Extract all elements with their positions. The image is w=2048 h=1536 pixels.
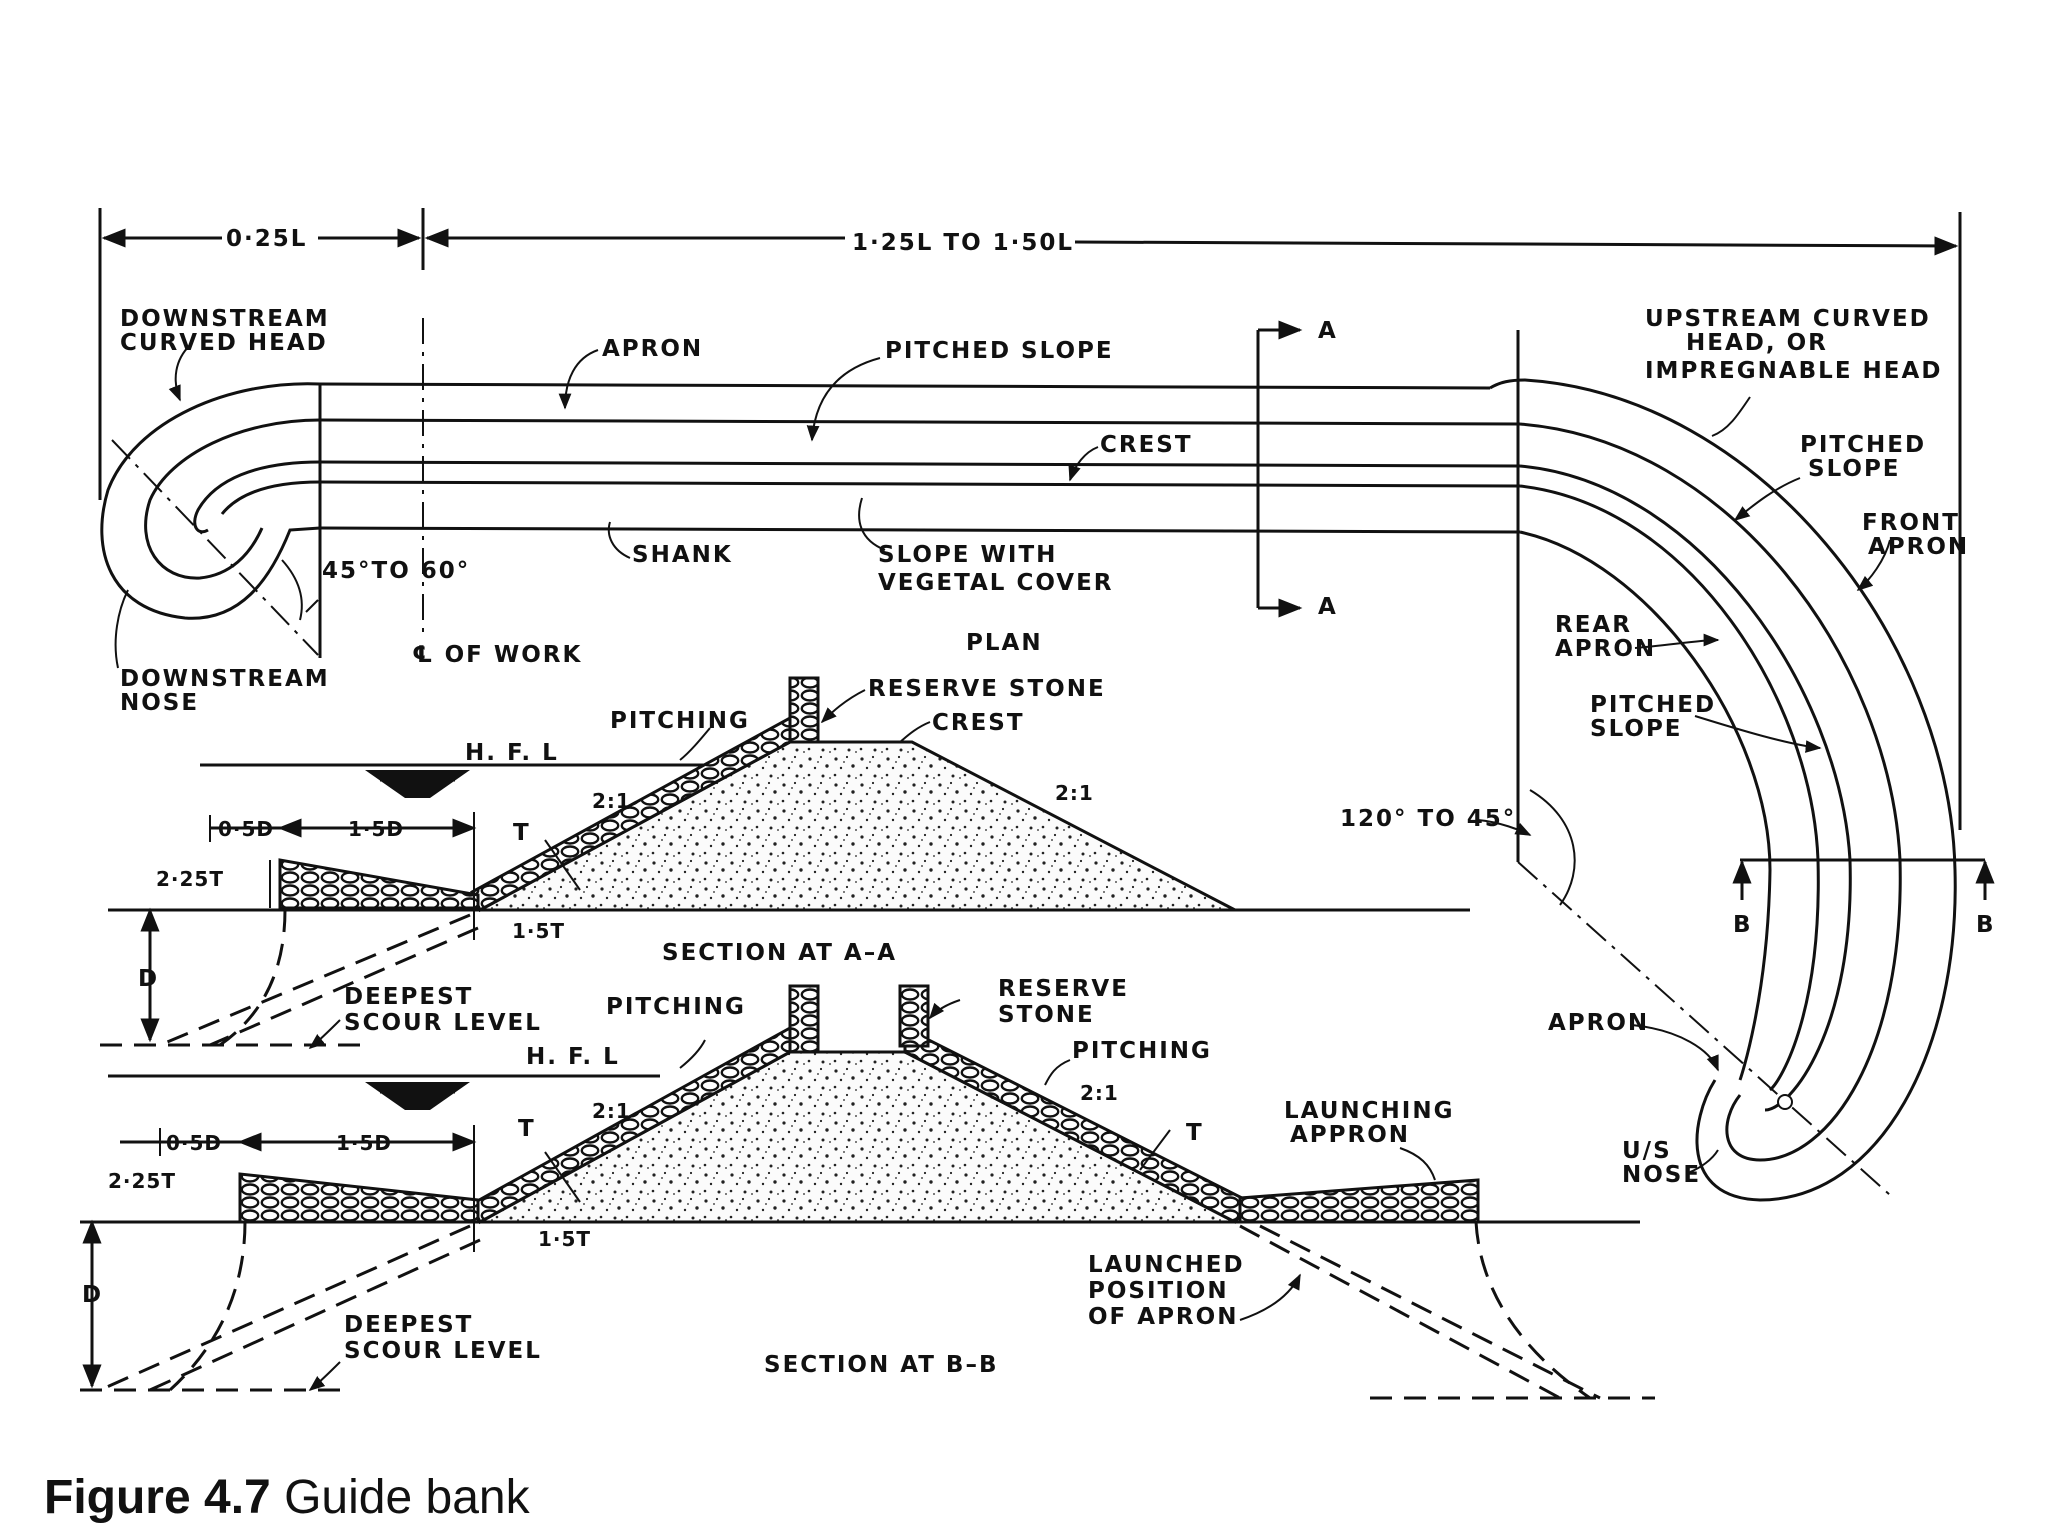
us-nose-label-2: NOSE — [1622, 1162, 1701, 1188]
bb-15d-label: 1·5D — [336, 1131, 392, 1155]
angle-label: 45°TO 60° — [322, 558, 470, 584]
bb-225t-label: 2·25T — [108, 1169, 176, 1193]
aa-pitching-label: PITCHING — [610, 708, 750, 734]
section-a-top-label: A — [1318, 318, 1338, 344]
bb-pitching-right-label: PITCHING — [1072, 1038, 1212, 1064]
bb-launching-apron-label-1: LAUNCHING — [1284, 1098, 1455, 1124]
bb-d-label: D — [82, 1282, 103, 1308]
aa-reserve-stone-label: RESERVE STONE — [868, 676, 1106, 702]
downstream-head-label-1: DOWNSTREAM — [120, 306, 330, 332]
crest-label: CREST — [1100, 432, 1193, 458]
aa-title: SECTION AT A–A — [662, 940, 897, 966]
section-b-left-label: B — [1733, 912, 1753, 938]
figure-caption: Figure 4.7 Guide bank — [44, 1470, 530, 1525]
upstream-head-label-3: IMPREGNABLE HEAD — [1645, 358, 1942, 384]
section-a-bottom-label: A — [1318, 594, 1338, 620]
aa-225t-label: 2·25T — [156, 867, 224, 891]
bb-scour-label-2: SCOUR LEVEL — [344, 1338, 542, 1364]
bb-hfl-label: H. F. L — [526, 1044, 620, 1070]
bb-launched-position-label-2: POSITION — [1088, 1278, 1229, 1304]
aa-crest-label: CREST — [932, 710, 1025, 736]
section-bb: PITCHING RESERVE STONE PITCHING H. F. L … — [80, 976, 1655, 1400]
bb-scour-label-1: DEEPEST — [344, 1312, 473, 1338]
us-nose-label-1: U/S — [1622, 1138, 1672, 1164]
bb-t-right-label: T — [1186, 1120, 1204, 1146]
bb-launched-position-label-3: OF APRON — [1088, 1304, 1238, 1330]
aa-15t-label: 1·5T — [512, 919, 565, 943]
downstream-nose-label-1: DOWNSTREAM — [120, 666, 330, 692]
rear-apron-label-1: REAR — [1555, 612, 1632, 638]
pitched-slope-right-label-1: PITCHED — [1800, 432, 1926, 458]
dim-025l-label: 0·25L — [226, 226, 307, 252]
pitched-slope-right2-label-2: SLOPE — [1590, 716, 1683, 742]
slope-vegetal-label-2: VEGETAL COVER — [878, 570, 1114, 596]
downstream-nose-label-2: NOSE — [120, 690, 199, 716]
upstream-head-label-1: UPSTREAM CURVED — [1645, 306, 1931, 332]
apron-right-label: APRON — [1548, 1010, 1649, 1036]
bb-title: SECTION AT B–B — [764, 1352, 998, 1378]
bb-launching-apron-label-2: APPRON — [1290, 1122, 1410, 1148]
front-apron-label-1: FRONT — [1862, 510, 1960, 536]
bb-reserve-stone-label-1: RESERVE — [998, 976, 1129, 1002]
aa-slope-right-label: 2:1 — [1055, 781, 1094, 805]
aa-d-label: D — [138, 966, 159, 992]
plan-view: 0·25L 1·25L TO 1·50L A A — [98, 208, 1996, 1202]
aa-slope-left-label: 2:1 — [592, 789, 631, 813]
aa-05d-label: 0·5D — [218, 817, 274, 841]
apron-label: APRON — [602, 336, 703, 362]
angle-120-label: 120° TO 45° — [1340, 806, 1516, 832]
section-aa: RESERVE STONE CREST PITCHING H. F. L 2:1… — [100, 676, 1470, 1049]
bb-t-left-label: T — [518, 1116, 536, 1142]
downstream-head-label-2: CURVED HEAD — [120, 330, 328, 356]
rear-apron-label-2: APRON — [1555, 636, 1656, 662]
aa-scour-label-1: DEEPEST — [344, 984, 473, 1010]
bb-05d-label: 0·5D — [166, 1131, 222, 1155]
figure-number: Figure 4.7 — [44, 1471, 271, 1524]
aa-15d-label: 1·5D — [348, 817, 404, 841]
aa-hfl-label: H. F. L — [465, 740, 559, 766]
pitched-slope-right2-label-1: PITCHED — [1590, 692, 1716, 718]
bb-slope-right-label: 2:1 — [1080, 1081, 1119, 1105]
bb-15t-label: 1·5T — [538, 1227, 591, 1251]
bb-launched-position-label-1: LAUNCHED — [1088, 1252, 1245, 1278]
centerline-label: ℄ OF WORK — [412, 642, 582, 668]
pitched-slope-label: PITCHED SLOPE — [885, 338, 1114, 364]
upstream-head-label-2: HEAD, OR — [1686, 330, 1828, 356]
dim-125l-label: 1·25L TO 1·50L — [852, 230, 1074, 256]
section-b-right-label: B — [1976, 912, 1996, 938]
bb-reserve-stone-label-2: STONE — [998, 1002, 1095, 1028]
figure-title: Guide bank — [284, 1471, 530, 1524]
aa-t-label: T — [513, 820, 531, 846]
bb-pitching-left-label: PITCHING — [606, 994, 746, 1020]
bb-slope-left-label: 2:1 — [592, 1099, 631, 1123]
plan-title: PLAN — [966, 630, 1043, 656]
front-apron-label-2: APRON — [1868, 534, 1969, 560]
shank-label: SHANK — [632, 542, 733, 568]
aa-scour-label-2: SCOUR LEVEL — [344, 1010, 542, 1036]
pitched-slope-right-label-2: SLOPE — [1808, 456, 1901, 482]
slope-vegetal-label-1: SLOPE WITH — [878, 542, 1057, 568]
